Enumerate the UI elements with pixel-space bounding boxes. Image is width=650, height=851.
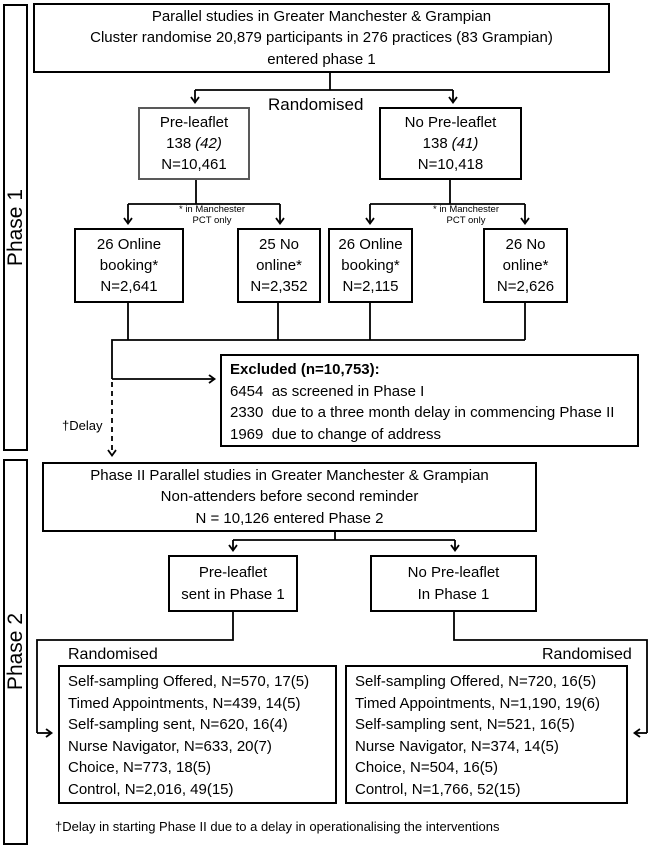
pre-leaflet-title: Pre-leaflet [159,113,229,131]
no-pre-leaflet-n: N=10,418 [417,156,484,174]
excluded-title: Excluded (n=10,753): [230,361,380,378]
randomised-label-right: Randomised [542,646,632,663]
intervention-row: Control, N=1,766, 52(15) [355,780,521,798]
intervention-row: Nurse Navigator, N=374, 14(5) [355,737,559,755]
pre-leaflet-box: Pre-leaflet 138(42) N=10,461 [138,107,250,180]
pre-leaflet-n: N=10,461 [161,156,227,174]
intervention-row: Nurse Navigator, N=633, 20(7) [68,737,272,755]
intervention-row: Self-sampling sent, N=521, 16(5) [355,716,575,733]
phase1-entry-line3: entered phase 1 [267,50,376,68]
intervention-row: Control, N=2,016, 49(15) [68,780,234,798]
left-interventions-box: Self-sampling Offered, N=570, 17(5) Time… [58,665,337,804]
excluded-box: Excluded (n=10,753): 6454 as screened in… [220,354,639,447]
no-pre-leaflet-box: No Pre-leaflet 138(41) N=10,418 [379,107,522,180]
phase2-side-label: Phase 2 [3,459,28,845]
pre-leaflet-count: 138(42) [166,134,222,152]
intervention-row: Timed Appointments, N=1,190, 19(6) [355,694,600,712]
excluded-item: 6454 as screened in Phase I [230,382,425,400]
intervention-row: Self-sampling Offered, N=720, 16(5) [355,673,597,690]
intervention-row: Timed Appointments, N=439, 14(5) [68,694,301,712]
intervention-row: Choice, N=504, 16(5) [355,759,498,776]
intervention-row: Self-sampling sent, N=620, 16(4) [68,716,288,733]
phase2-entry-box: Phase II Parallel studies in Greater Man… [42,462,537,532]
manchester-note-right: * in Manchester PCT only [432,204,499,226]
phase2-entry-line1: Phase II Parallel studies in Greater Man… [90,467,489,485]
excluded-item: 1969 due to change of address [230,425,441,443]
phase1-side-label: Phase 1 [3,4,28,451]
manchester-note-left: * in Manchester PCT only [178,204,245,226]
right-interventions-box: Self-sampling Offered, N=720, 16(5) Time… [345,665,628,804]
no-pre-leaflet-title: No Pre-leaflet [404,113,497,131]
footnote: †Delay in starting Phase II due to a del… [55,819,500,834]
excluded-item: 2330 due to a three month delay in comme… [230,404,615,421]
phase1-entry-box: Parallel studies in Greater Manchester &… [33,3,610,73]
phase2-entry-line3: N = 10,126 entered Phase 2 [195,509,384,527]
phase1-entry-line1: Parallel studies in Greater Manchester &… [151,8,492,26]
randomised-label-phase1: Randomised [268,95,364,114]
intervention-row: Choice, N=773, 18(5) [68,759,211,776]
phase1-entry-line2: Cluster randomise 20,879 participants in… [90,29,553,47]
phase2-entry-line2: Non-attenders before second reminder [160,488,419,506]
no-pre-leaflet-count: 138(41) [422,134,479,152]
intervention-row: Self-sampling Offered, N=570, 17(5) [68,673,310,690]
randomised-label-left: Randomised [68,646,158,663]
delay-label: †Delay [62,418,103,433]
